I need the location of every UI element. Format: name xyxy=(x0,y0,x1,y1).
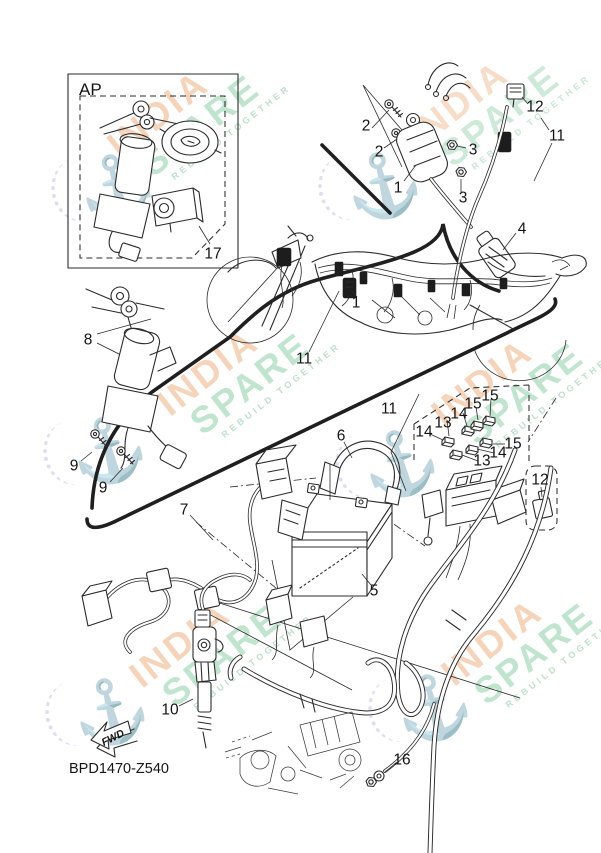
callout-2: 2 xyxy=(362,118,371,135)
callout-3: 3 xyxy=(459,190,468,207)
wire-harness-7-sketch xyxy=(81,444,309,654)
callout-13: 13 xyxy=(434,415,451,432)
callout-5: 5 xyxy=(370,583,379,600)
fuel-cap-sketch xyxy=(159,120,222,164)
fwd-arrow: FWD xyxy=(90,720,138,758)
callout-16: 16 xyxy=(393,752,410,769)
callout-3: 3 xyxy=(469,142,478,159)
sensor-10-sketch xyxy=(178,572,329,749)
callout-1: 1 xyxy=(394,180,403,197)
callout-12: 12 xyxy=(531,472,548,489)
main-switch-sketch xyxy=(93,100,189,262)
callout-13: 13 xyxy=(473,453,490,470)
leader-wedges xyxy=(204,84,521,699)
callout-11: 11 xyxy=(549,128,565,145)
callout-9: 9 xyxy=(70,458,79,475)
sub-harness-sketch xyxy=(424,62,553,320)
callout-14: 14 xyxy=(415,424,433,441)
inset-label: AP xyxy=(79,80,102,99)
ap-inset-box xyxy=(67,73,239,269)
callout-15: 15 xyxy=(504,436,521,453)
diagram-code: BPD1470-Z540 xyxy=(69,761,169,777)
callout-12: 12 xyxy=(526,99,543,116)
engine-sketch xyxy=(224,711,362,795)
battery-sketch xyxy=(291,440,402,597)
spark-plug-cap-sketch xyxy=(476,230,516,279)
callout-2: 2 xyxy=(375,144,384,161)
callout-10: 10 xyxy=(161,702,179,719)
callout-11: 11 xyxy=(296,351,312,368)
callout-7: 7 xyxy=(180,502,189,519)
main-switch-8-sketch xyxy=(80,286,187,483)
callout-6: 6 xyxy=(337,428,346,445)
callout-17: 17 xyxy=(204,246,221,263)
callout-9: 9 xyxy=(99,480,108,497)
callout-15: 15 xyxy=(464,396,481,413)
callout-14: 14 xyxy=(489,445,507,462)
callout-11: 11 xyxy=(381,401,397,418)
motorcycle-sketch xyxy=(206,225,587,382)
callout-1: 1 xyxy=(352,295,361,312)
lock-sketch xyxy=(151,187,204,233)
callout-15: 15 xyxy=(481,388,498,405)
cable-bundle-sketch xyxy=(227,447,554,853)
callout-8: 8 xyxy=(84,332,93,349)
callout-4: 4 xyxy=(518,221,527,238)
callout-14: 14 xyxy=(450,406,468,423)
